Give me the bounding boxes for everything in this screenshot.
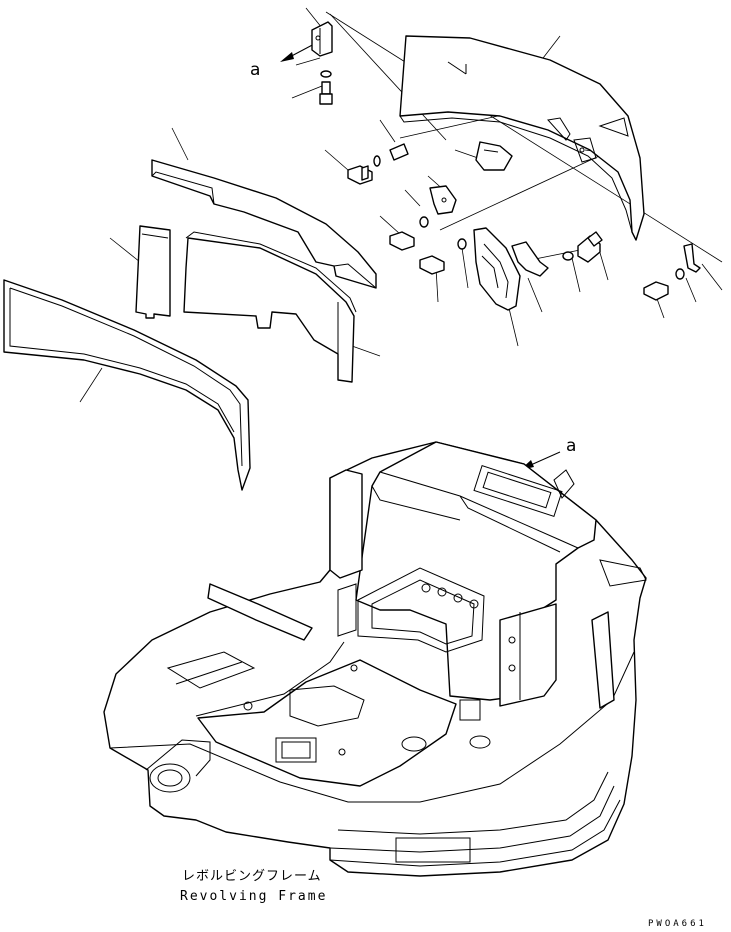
washer bbox=[320, 70, 332, 78]
cover bbox=[399, 35, 645, 241]
revolving-frame bbox=[103, 441, 647, 877]
mounting-bracket bbox=[643, 243, 701, 301]
frame-name-japanese: レボルビングフレーム bbox=[182, 869, 322, 884]
view-label-frame: a bbox=[566, 436, 577, 456]
lock-plate bbox=[473, 227, 521, 311]
drawing-code: PWOA661 bbox=[648, 919, 707, 929]
upper-bracket bbox=[311, 21, 333, 57]
frame-name-english: Revolving Frame bbox=[180, 889, 328, 904]
trim-panel bbox=[135, 225, 171, 319]
leader-lines bbox=[79, 7, 723, 403]
bolt bbox=[319, 81, 333, 105]
view-label-top: a bbox=[250, 60, 261, 80]
weather-seal bbox=[3, 279, 251, 491]
insulation bbox=[183, 231, 357, 383]
lock-clip bbox=[429, 185, 457, 215]
latch-bracket bbox=[511, 231, 603, 277]
plate bbox=[151, 159, 377, 289]
rubber-stopper bbox=[475, 141, 513, 171]
bolt-washer-set bbox=[347, 143, 467, 275]
reference-lines bbox=[325, 11, 723, 263]
